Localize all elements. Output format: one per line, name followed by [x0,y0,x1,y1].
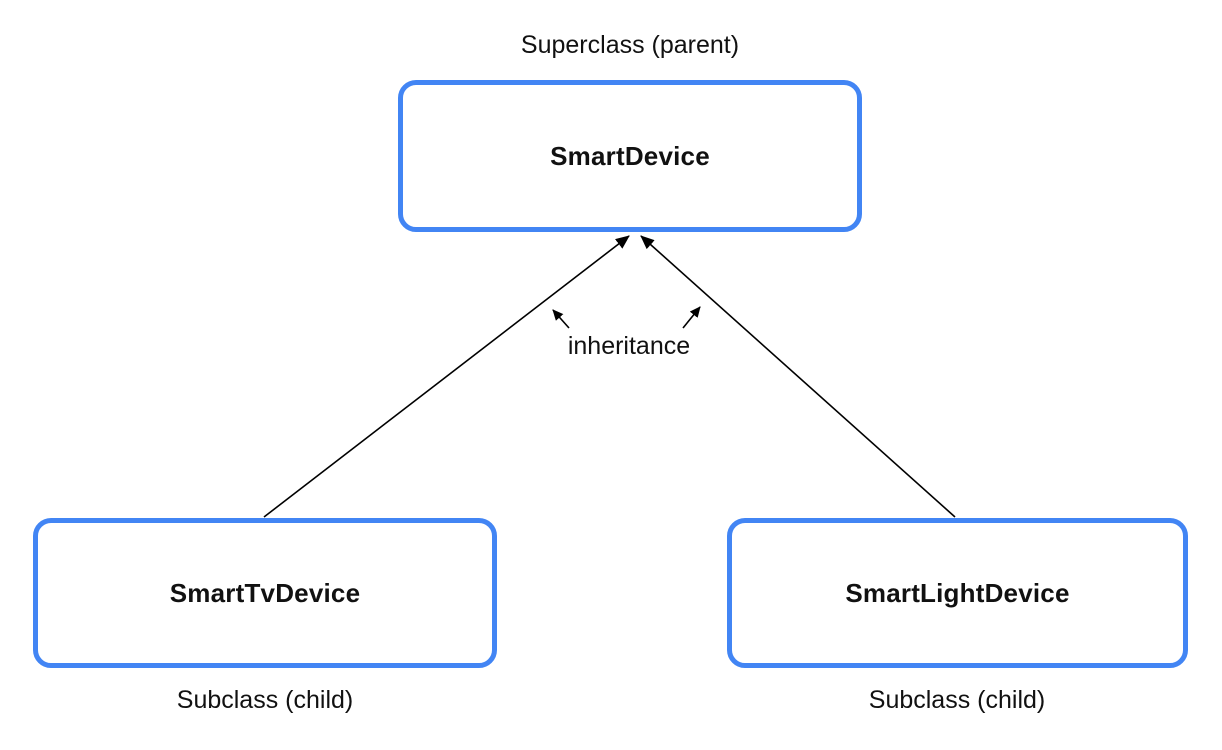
inheritance-arrow-left [263,235,630,518]
subclass-right-caption: Subclass (child) [868,686,1046,714]
class-name-smartlightdevice: SmartLightDevice [845,577,1070,608]
inheritance-label: inheritance [567,332,691,360]
inheritance-pointer-right-icon [682,306,701,329]
class-box-smarttvdevice: SmartTvDevice [33,518,497,668]
inheritance-arrow-right [640,235,956,518]
class-box-smartdevice: SmartDevice [398,80,862,232]
subclass-left-caption: Subclass (child) [176,686,354,714]
class-name-smarttvdevice: SmartTvDevice [169,577,361,608]
class-name-smartdevice: SmartDevice [550,140,710,171]
inheritance-pointer-left-icon [552,309,570,329]
class-box-smartlightdevice: SmartLightDevice [727,518,1188,668]
superclass-caption: Superclass (parent) [520,31,740,59]
